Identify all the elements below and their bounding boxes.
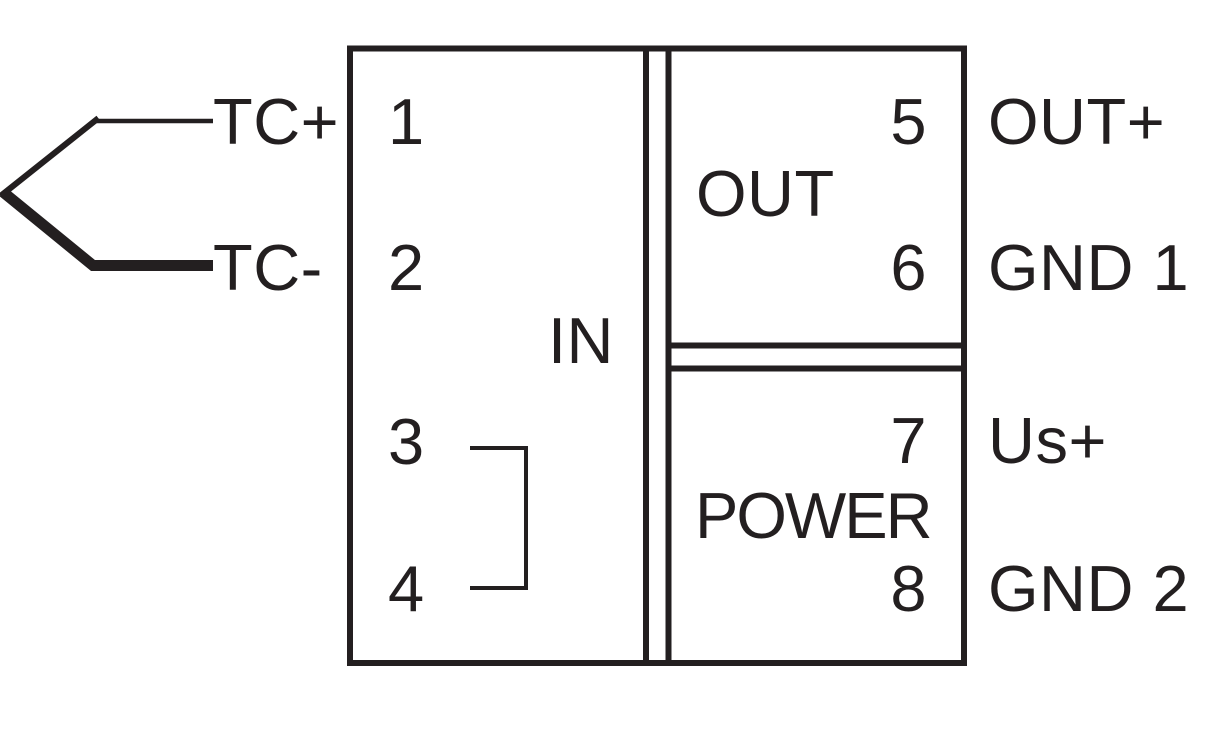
pin-5-number: 5 xyxy=(890,85,927,158)
pin-8-number: 8 xyxy=(890,552,927,625)
power-section-label: POWER xyxy=(695,479,933,552)
pin-3-number: 3 xyxy=(388,405,425,478)
module-outline xyxy=(347,45,967,666)
gnd2-label: GND 2 xyxy=(988,552,1190,625)
tc-plus-label: TC+ xyxy=(213,85,340,158)
tc-minus-label: TC- xyxy=(213,231,323,304)
pin-4-number: 4 xyxy=(388,552,425,625)
pin-6-number: 6 xyxy=(890,231,927,304)
pin-7-number: 7 xyxy=(890,404,927,477)
out-plus-label: OUT+ xyxy=(988,85,1166,158)
jumper-3-4 xyxy=(470,446,528,590)
tc-positive-diagonal xyxy=(0,115,101,199)
output-section-label: OUT xyxy=(696,157,835,230)
tc-negative-wire xyxy=(0,187,213,271)
pin-2-number: 2 xyxy=(388,231,425,304)
pin-1-number: 1 xyxy=(388,85,425,158)
input-section-label: IN xyxy=(548,304,614,377)
gnd1-label: GND 1 xyxy=(988,231,1190,304)
us-plus-label: Us+ xyxy=(988,404,1107,477)
